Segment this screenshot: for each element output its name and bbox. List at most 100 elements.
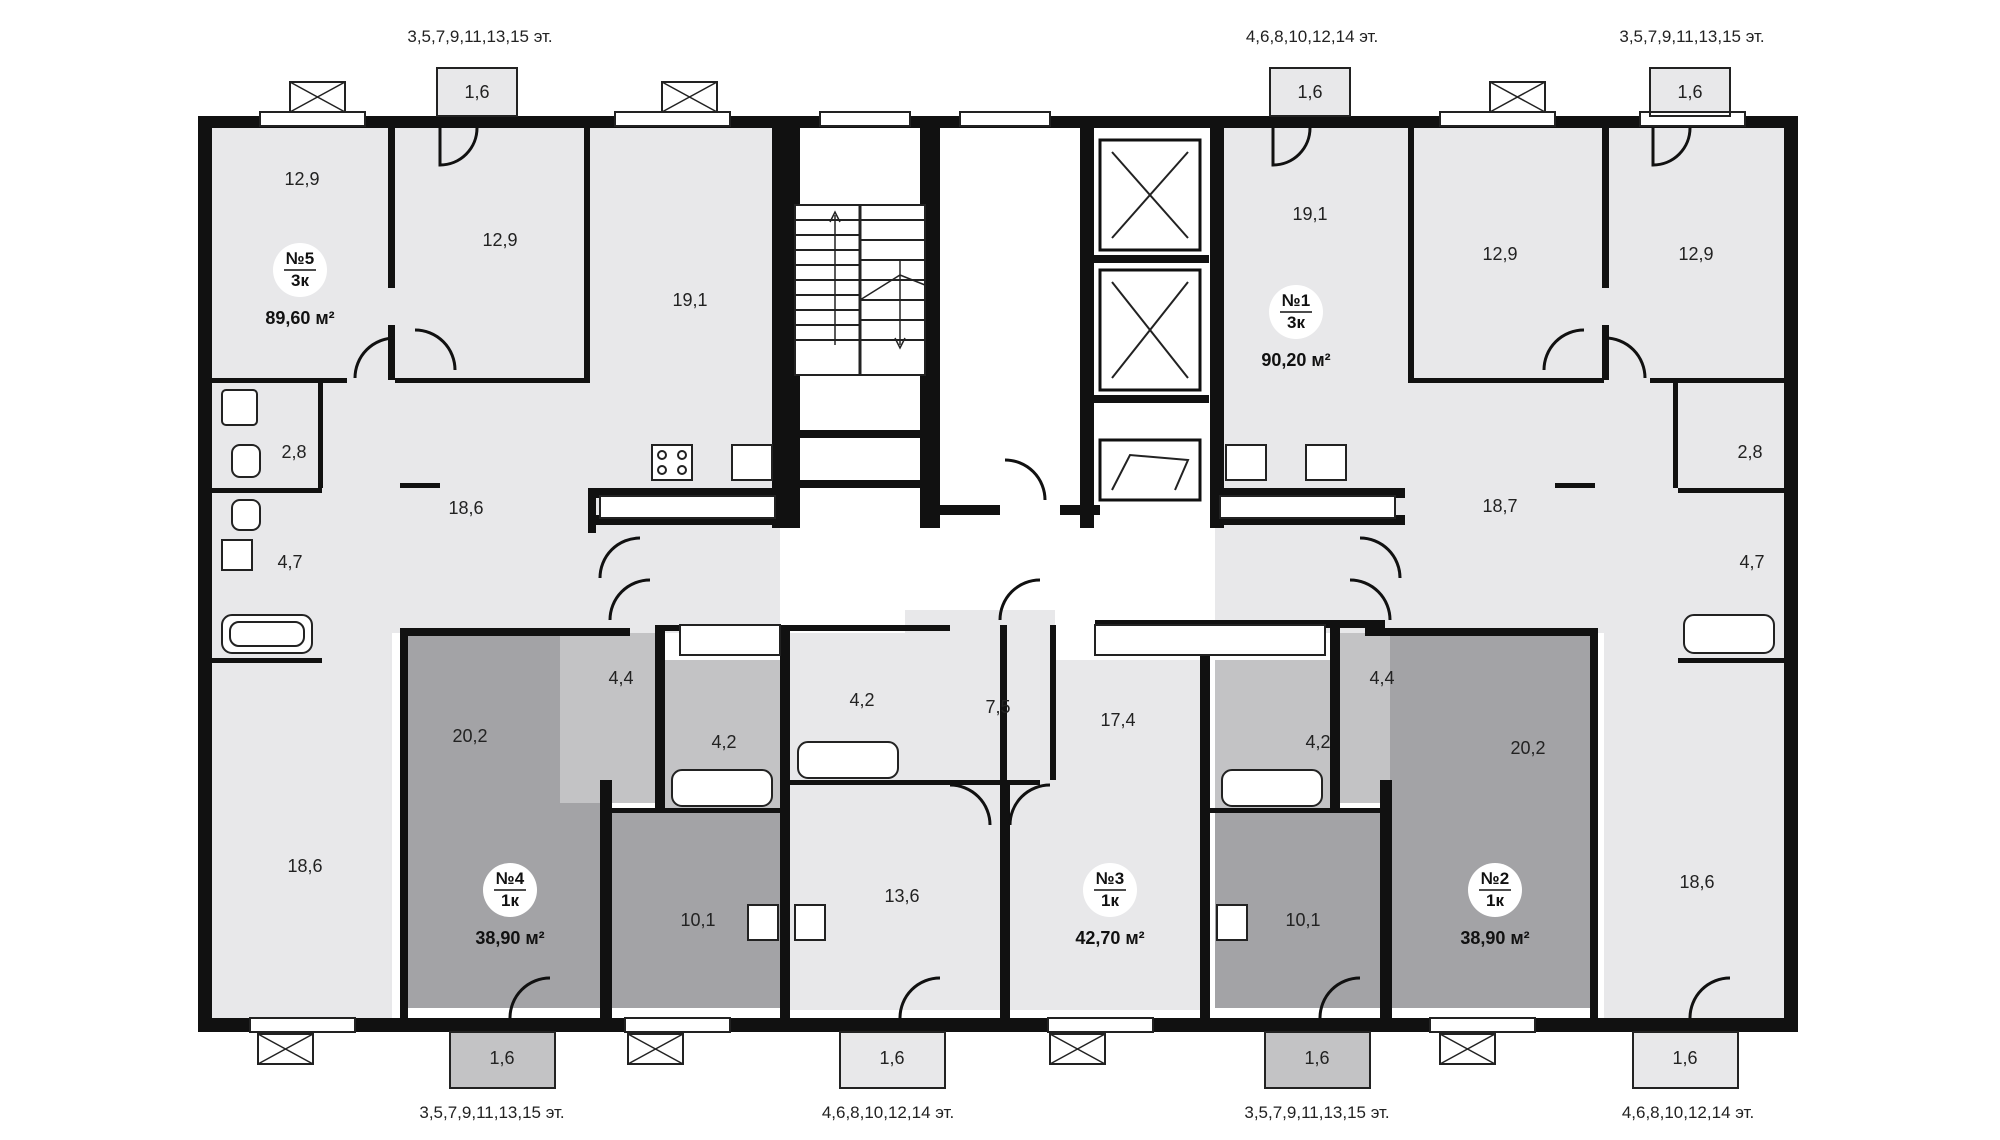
- room-fills: [212, 68, 1784, 1088]
- room-area: 4,2: [849, 690, 874, 710]
- room-area: 19,1: [672, 290, 707, 310]
- service-shaft: [1098, 438, 1202, 502]
- apartment-badge-2: №2 1к 38,90 м²: [1460, 863, 1530, 948]
- window-top-a5-1: [259, 111, 366, 127]
- apartment-number: №4: [496, 869, 525, 888]
- balcony-area-bottom-1: 1,6: [489, 1048, 514, 1068]
- room-area: 10,1: [680, 910, 715, 930]
- apartment-type: 1к: [1486, 891, 1504, 910]
- apartment-number: №3: [1096, 869, 1124, 888]
- balcony-area-top-1: 1,6: [464, 82, 489, 102]
- room-area: 18,6: [287, 856, 322, 876]
- floor-label-bottom-center-right: 3,5,7,9,11,13,15 эт.: [1244, 1103, 1389, 1122]
- window-bottom-1: [249, 1017, 356, 1033]
- staircase: [794, 204, 926, 376]
- sink-a1-kitchen: [1225, 444, 1267, 481]
- window-bottom-2: [624, 1017, 731, 1033]
- outer-walls: [198, 116, 1798, 1032]
- room-area: 19,1: [1292, 204, 1327, 224]
- balcony-area-bottom-3: 1,6: [1304, 1048, 1329, 1068]
- a2-room-fill: [1390, 633, 1595, 1008]
- door-swings: [353, 127, 1731, 1019]
- apartment-number: №5: [286, 249, 314, 268]
- stove-a1: [1305, 444, 1347, 481]
- room-area: 17,4: [1100, 710, 1135, 730]
- room-area: 4,2: [1305, 732, 1330, 752]
- apartment-badge-3: №3 1к 42,70 м²: [1075, 863, 1145, 948]
- room-area: 4,2: [711, 732, 736, 752]
- room-area: 12,9: [482, 230, 517, 250]
- window-bottom-3: [1047, 1017, 1154, 1033]
- a4-hall-fill: [560, 633, 660, 803]
- balcony-outlines: [436, 67, 1739, 1089]
- floor-label-top-left: 3,5,7,9,11,13,15 эт.: [407, 27, 552, 46]
- a3-kitchen-fill: [790, 783, 1000, 1010]
- room-area: 20,2: [1510, 738, 1545, 758]
- room-area: 4,4: [608, 668, 633, 688]
- window-bottom-4: [1429, 1017, 1536, 1033]
- balcony-areas: 1,6 1,6 1,6 1,6 1,6 1,6 1,6: [464, 82, 1702, 1068]
- apartment-number: №1: [1282, 291, 1310, 310]
- apartment-total-area: 90,20 м²: [1261, 350, 1330, 370]
- floor-label-top-right: 3,5,7,9,11,13,15 эт.: [1619, 27, 1764, 46]
- apartment-total-area: 42,70 м²: [1075, 928, 1144, 948]
- bathtub-a4: [671, 769, 773, 807]
- room-area: 18,6: [1679, 872, 1714, 892]
- room-area: 4,4: [1369, 668, 1394, 688]
- floor-labels: 3,5,7,9,11,13,15 эт. 4,6,8,10,12,14 эт. …: [407, 27, 1764, 1122]
- floor-label-bottom-right: 4,6,8,10,12,14 эт.: [1622, 1103, 1754, 1122]
- bathtub-a3: [797, 741, 899, 779]
- room-area: 13,6: [884, 886, 919, 906]
- room-area: 20,2: [452, 726, 487, 746]
- apartment-total-area: 38,90 м²: [475, 928, 544, 948]
- room-area: 18,6: [448, 498, 483, 518]
- windows: [249, 81, 1746, 1065]
- sink-a5-kitchen: [731, 444, 773, 481]
- apartment-type: 1к: [501, 891, 519, 910]
- room-area: 7,5: [985, 697, 1010, 717]
- balcony-area-top-2: 1,6: [1297, 82, 1322, 102]
- stove-a2: [1216, 904, 1248, 941]
- room-area: 18,7: [1482, 496, 1517, 516]
- balcony-area-top-3: 1,6: [1677, 82, 1702, 102]
- washer-a5: [221, 539, 253, 571]
- a1-bedroom2-fill: [1604, 128, 1784, 383]
- room-area: 12,9: [284, 169, 319, 189]
- room-area: 4,7: [277, 552, 302, 572]
- room-area: 10,1: [1285, 910, 1320, 930]
- a1-bedroom1-fill: [1410, 128, 1604, 383]
- fixtures: [221, 389, 1775, 941]
- stove-a3: [794, 904, 826, 941]
- toilet-a5-bath: [231, 499, 261, 531]
- floor-label-bottom-center-left: 4,6,8,10,12,14 эт.: [822, 1103, 954, 1122]
- apartment-total-area: 38,90 м²: [1460, 928, 1529, 948]
- room-areas: 12,9 12,9 19,1 2,8 4,7 18,6 18,6 20,2 4,…: [277, 169, 1764, 930]
- floor-label-top-center: 4,6,8,10,12,14 эт.: [1246, 27, 1378, 46]
- balcony-area-bottom-2: 1,6: [879, 1048, 904, 1068]
- toilet-a5-wc: [231, 444, 261, 478]
- apartment-type: 1к: [1101, 891, 1119, 910]
- stove-a5: [651, 444, 693, 481]
- a5-bedroom2-fill: [392, 128, 586, 383]
- sink-a5-wc: [221, 389, 258, 426]
- floor-label-bottom-left: 3,5,7,9,11,13,15 эт.: [419, 1103, 564, 1122]
- a3-hall-fill: [905, 610, 1055, 785]
- apartment-badge-4: №4 1к 38,90 м²: [475, 863, 545, 948]
- apartment-type: 3к: [291, 271, 309, 290]
- bathtub-a1: [1683, 614, 1775, 654]
- counter-core-left: [679, 624, 781, 656]
- window-top-core-1: [819, 111, 911, 127]
- window-top-core-2: [959, 111, 1051, 127]
- elevators: [1098, 138, 1202, 502]
- stove-a4: [747, 904, 779, 941]
- apartment-type: 3к: [1287, 313, 1305, 332]
- left-bottom-fill: [212, 633, 392, 1023]
- window-top-a1-1: [1439, 111, 1556, 127]
- room-area: 2,8: [1737, 442, 1762, 462]
- counter-core-right: [1094, 624, 1326, 656]
- apartment-badges: №5 3к 89,60 м² №1 3к 90,20 м² №4 1к 38,9…: [265, 243, 1530, 948]
- room-area: 12,9: [1482, 244, 1517, 264]
- right-bottom-fill: [1604, 633, 1784, 1023]
- room-area: 12,9: [1678, 244, 1713, 264]
